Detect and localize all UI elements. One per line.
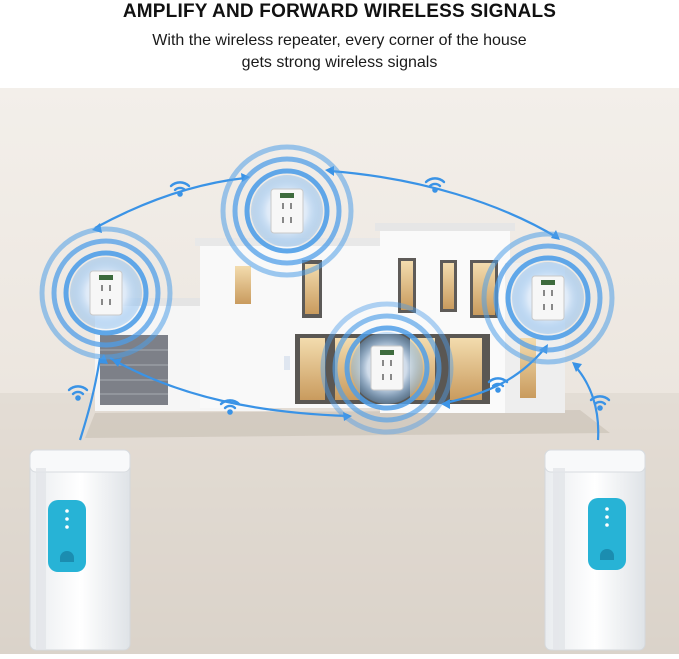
repeater-center <box>320 301 454 435</box>
outlet-repeater-device <box>370 345 404 391</box>
repeater-top <box>220 144 354 278</box>
outlet-repeater-device <box>531 275 565 321</box>
bell-icon <box>60 551 74 562</box>
subtitle-line-1: With the wireless repeater, every corner… <box>152 32 527 49</box>
doorbell-button <box>588 498 626 570</box>
page-subtitle: With the wireless repeater, every corner… <box>0 30 679 74</box>
repeater-right <box>481 231 615 365</box>
doorbell-transmitter-left <box>29 449 131 651</box>
wifi-icon <box>589 395 611 411</box>
outlet-repeater-device <box>89 270 123 316</box>
signal-arc <box>444 347 546 405</box>
wifi-icon <box>219 399 241 415</box>
subtitle-line-2: gets strong wireless signals <box>241 54 438 71</box>
header: AMPLIFY AND FORWARD WIRELESS SIGNALS Wit… <box>0 0 679 88</box>
house-window <box>235 266 251 304</box>
wifi-icon <box>487 377 509 393</box>
signal-arc <box>78 357 102 441</box>
house-window <box>401 261 413 310</box>
signal-arc <box>109 357 349 418</box>
house-window <box>443 263 454 309</box>
bell-icon <box>600 549 614 560</box>
wifi-icon <box>67 385 89 401</box>
house-scene <box>0 88 679 654</box>
page-title: AMPLIFY AND FORWARD WIRELESS SIGNALS <box>122 1 557 22</box>
doorbell-transmitter-right <box>544 449 646 651</box>
wifi-icon <box>169 181 191 197</box>
outlet-repeater-device <box>270 188 304 234</box>
signal-arc <box>329 169 559 239</box>
doorbell-button <box>48 500 86 572</box>
wifi-icon <box>424 177 446 193</box>
repeater-left <box>39 226 173 360</box>
